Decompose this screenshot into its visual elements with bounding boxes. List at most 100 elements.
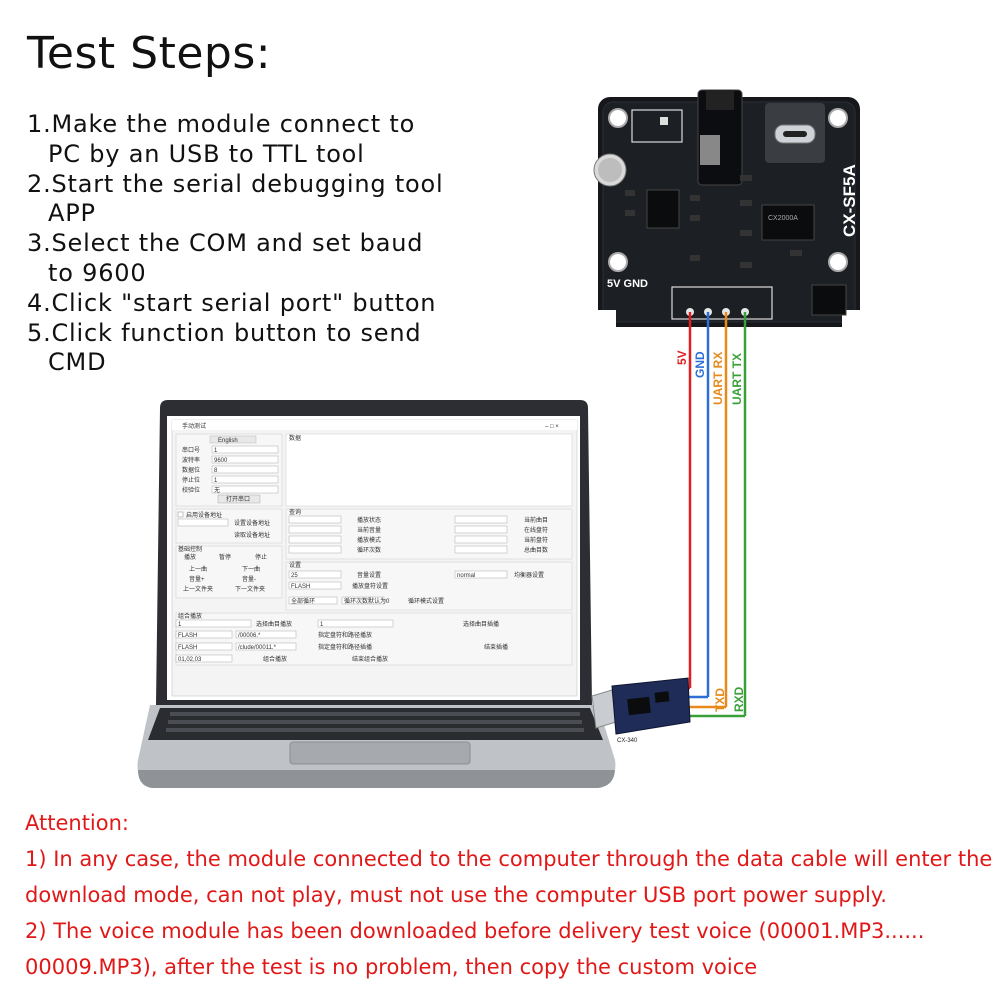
query-current-drive-button[interactable]: 当前盘符 [524,536,548,544]
eq-value: normal [457,573,475,579]
stopbits-value: 1 [214,478,218,484]
attention-line: 2) The voice module has been downloaded … [25,919,925,943]
attention-line: download mode, can not play, must not us… [25,883,887,907]
databits-select[interactable] [211,465,279,474]
query-mode-button[interactable]: 播放模式 [357,536,381,544]
serial-debug-app-window: 手动测试 – □ × English 串口号 1 波特率 9600 数据位 8 … [171,419,578,697]
databits-value: 8 [214,468,218,474]
wire-label-uart-tx: UART TX [730,353,744,405]
select-play-button[interactable]: 选择曲目播放 [256,620,292,628]
query-loops-button[interactable]: 循环次数 [357,546,381,554]
read-address-button[interactable]: 读取设备地址 [234,531,270,539]
volume-input[interactable] [288,570,342,579]
port-settings: 串口号 1 波特率 9600 数据位 8 停止位 1 校验位 无 [182,445,279,494]
parity-select[interactable] [211,485,279,494]
baud-label: 波特率 [182,456,200,464]
insert-track-input[interactable] [317,619,394,628]
adapter-label-txd: TXD [713,688,727,712]
step-line: CMD [48,348,107,377]
stopbits-label: 停止位 [182,476,200,484]
page-title: Test Steps: [27,28,272,79]
end-combo-button[interactable]: 结束组合播放 [352,655,388,663]
combo-group-label: 组合播放 [178,612,202,620]
drive-value: FLASH [291,584,310,590]
step-line: 5.Click function button to send [27,318,422,347]
open-port-label: 打开串口 [226,495,250,503]
attention-heading: Attention: [25,811,129,835]
device-address-checkbox[interactable] [177,511,184,518]
adapter-name: CX-340 [617,738,638,744]
loop-set-button[interactable]: 循环模式设置 [408,597,444,605]
track-value: 1 [178,622,182,628]
step-line: 4.Click "start serial port" button [27,288,437,317]
loop-select[interactable] [288,596,338,605]
query-volume-button[interactable]: 当前音量 [357,526,381,534]
receive-textarea[interactable] [285,433,573,507]
open-port-button[interactable] [217,494,261,504]
path-value-2: /clude/00011.* [238,645,277,651]
attention-line: 00009.MP3), after the test is no problem… [25,955,758,979]
step-line: 3.Select the COM and set baud [27,229,424,258]
port-label: 串口号 [182,446,200,454]
usb-ttl-adapter: CX-340 TXD RXD [591,677,746,744]
combo-input[interactable] [175,654,233,663]
attention-notes: Attention: 1) In any case, the module co… [25,805,993,985]
device-address-input[interactable] [177,518,229,527]
databits-label: 数据位 [182,466,200,474]
stop-button[interactable]: 停止 [255,553,267,561]
eq-select[interactable] [454,570,508,579]
port-value: 1 [214,448,218,454]
insert-path-button[interactable]: 指定盘符和路径插播 [318,643,372,651]
drive-value-2: FLASH [178,633,197,639]
chip-label: CX2000A [768,215,798,222]
adapter-label-rxd: RXD [732,686,746,712]
pause-button[interactable]: 暂停 [219,553,231,561]
settings-label: 设置 [289,561,301,569]
parity-label: 校验位 [182,486,200,494]
play-button[interactable]: 播放 [184,553,196,561]
query-play-status-button[interactable]: 播放状态 [357,516,381,524]
baud-select[interactable] [211,455,279,464]
english-button[interactable] [209,435,257,444]
insert-track-value: 1 [320,622,324,628]
prev-folder-button[interactable]: 上一文件夹 [183,585,213,593]
drive-select-3[interactable] [175,642,233,651]
loop-count-input[interactable] [341,596,385,605]
set-address-button[interactable]: 设置设备地址 [234,519,270,527]
test-steps-list: 1.Make the module connect to PC by an US… [27,110,443,378]
volume-set-button[interactable]: 音量设置 [357,571,381,579]
audio-module-board: CX2000A CX-SF5A 5V GND [593,89,860,327]
select-insert-button[interactable]: 选择曲目插播 [463,620,499,628]
query-track-button[interactable]: 当前曲目 [524,516,548,524]
query-total-tracks-button[interactable]: 总曲目数 [524,546,548,554]
eq-set-button[interactable]: 均衡器设置 [514,571,544,579]
combo-play-button[interactable]: 组合播放 [263,655,287,663]
track-input[interactable] [175,619,252,628]
step-line: PC by an USB to TTL tool [48,139,365,168]
query-label: 查询 [289,508,301,516]
power-pin-label: 5V GND [607,278,648,290]
drive-set-button[interactable]: 播放盘符设置 [352,582,388,590]
drive-select-2[interactable] [175,630,233,639]
port-select[interactable] [211,445,279,454]
path-input-2[interactable] [235,642,297,651]
window-controls[interactable]: – □ × [545,424,559,430]
stop-insert-button[interactable]: 结束插播 [484,643,508,651]
next-track-button[interactable]: 下一曲 [242,565,260,573]
prev-track-button[interactable]: 上一曲 [189,565,207,573]
attention-line: 1) In any case, the module connected to … [25,847,993,871]
volume-up-button[interactable]: 音量+ [189,575,205,583]
play-path-button[interactable]: 指定盘符和路径播放 [318,631,372,639]
parity-value: 无 [214,487,220,494]
drive-select[interactable] [288,581,342,590]
query-online-drive-button[interactable]: 在线盘符 [524,526,548,534]
stopbits-select[interactable] [211,475,279,484]
basic-control-buttons: 播放 暂停 停止 上一曲 下一曲 音量+ 音量- 上一文件夹 下一文件夹 [183,553,267,593]
next-folder-button[interactable]: 下一文件夹 [235,585,265,593]
drive-value-3: FLASH [178,645,197,651]
path-input-1[interactable] [235,630,297,639]
volume-value: 25 [291,573,298,579]
volume-down-button[interactable]: 音量- [242,575,256,583]
path-value-1: /00006.* [238,633,261,639]
